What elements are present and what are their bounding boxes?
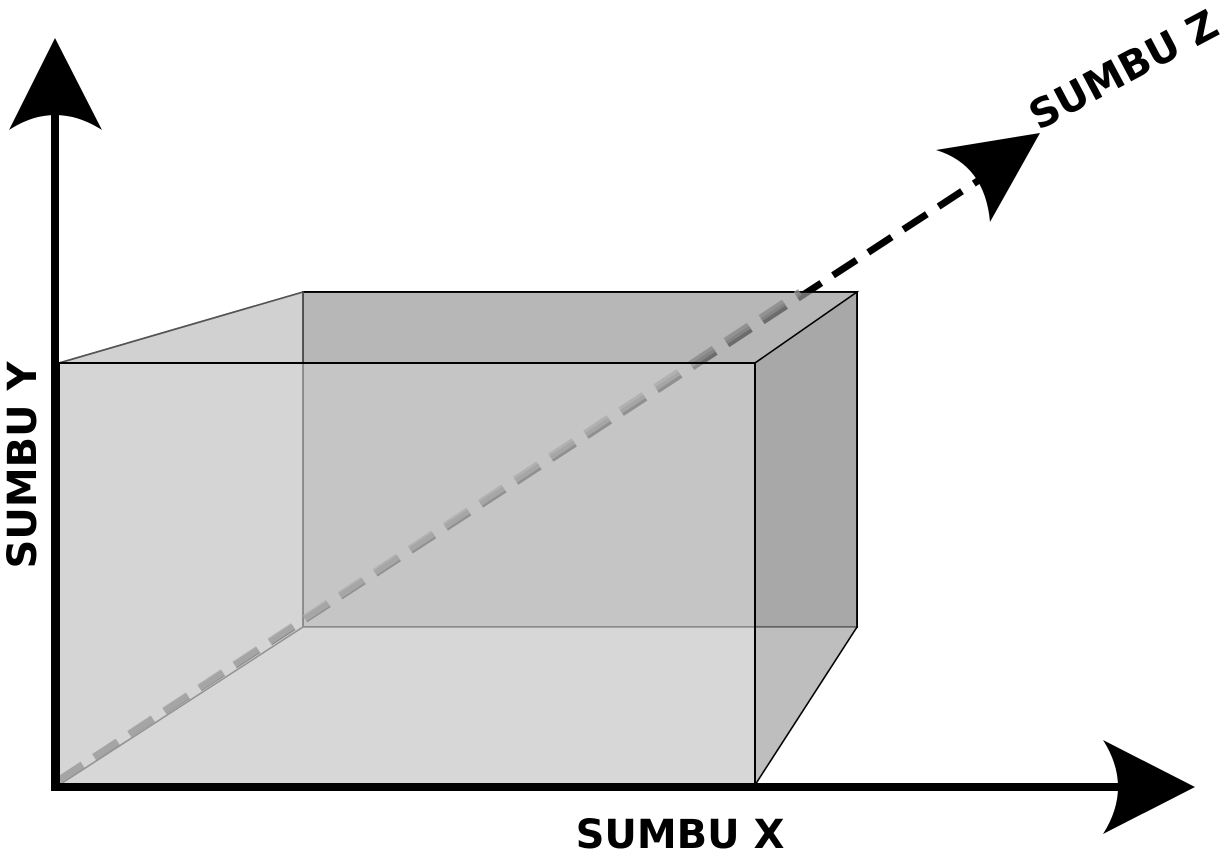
y-axis-arrowhead — [9, 38, 102, 130]
right-face — [754, 290, 858, 788]
x-axis-label: SUMBU X — [576, 812, 785, 852]
y-axis-label: SUMBU Y — [0, 360, 46, 568]
z-axis-arrowhead — [936, 133, 1040, 222]
z-axis-label: SUMBU Z — [1022, 2, 1223, 140]
x-axis-arrowhead — [1103, 740, 1195, 834]
front-face — [58, 362, 756, 786]
